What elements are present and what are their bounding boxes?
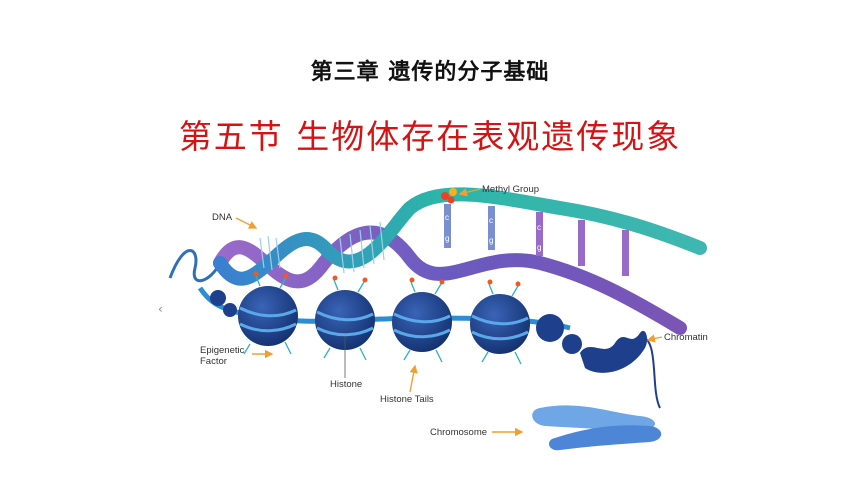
methyl-group-icon: [441, 188, 457, 204]
dna-label: DNA: [212, 212, 233, 223]
base-letter: c: [445, 213, 449, 222]
chromatin-label: Chromatin: [664, 332, 708, 343]
prev-slide-icon[interactable]: ‹: [158, 302, 163, 316]
base-letter: g: [537, 243, 541, 252]
dna-arrow: [235, 217, 258, 229]
histone-tails: [243, 275, 522, 365]
chapter-title: 第三章 遗传的分子基础: [310, 60, 550, 85]
base-letter: g: [489, 236, 493, 245]
base-letter: g: [445, 234, 449, 243]
chromatin-coil: [580, 330, 648, 373]
epigenetic-factor-label-line2: Factor: [200, 356, 227, 367]
section-title: 第五节 生物体存在表观遗传现象: [178, 117, 682, 156]
histone-tails-arrow: [409, 364, 418, 393]
unwound-base-pairs: c g c g c g: [444, 204, 629, 276]
dna-leading-strand: [168, 249, 222, 282]
helix-base-pairs: [259, 221, 385, 274]
histone-label: Histone: [330, 379, 362, 390]
methyl-group-label: Methyl Group: [482, 184, 539, 195]
histone-dna-wraps: [239, 306, 529, 341]
chromatin-tail: [639, 335, 661, 409]
base-letter: c: [537, 223, 541, 232]
methyl-group-arrow: [458, 188, 481, 197]
histone-tails-label: Histone Tails: [380, 394, 434, 405]
base-letter: c: [489, 216, 493, 225]
epigenetic-factor-label: Epigenetic: [200, 345, 245, 356]
dna-strand-purple: [213, 225, 687, 335]
chromatin-arrow: [646, 334, 663, 343]
dna-strand-teal: [213, 187, 707, 286]
epigenetic-factor-dots: [253, 271, 521, 287]
chromosome-label: Chromosome: [430, 427, 487, 438]
epigenetics-diagram: c g c g c g: [168, 184, 708, 451]
chromosome-shape: [532, 405, 662, 451]
